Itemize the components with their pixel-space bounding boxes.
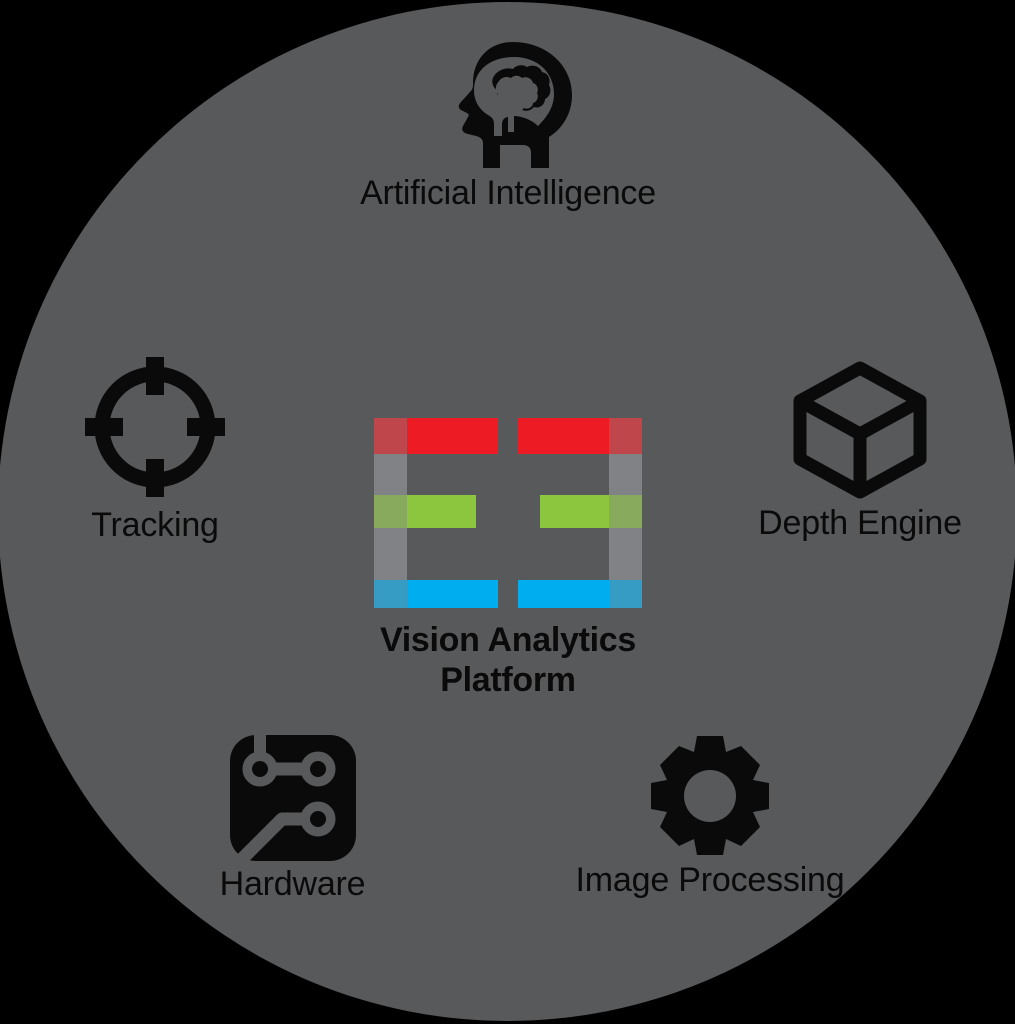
node-label: Depth Engine [758,504,962,542]
logo-overlap-red-right [609,418,642,454]
crosshair-target-icon [80,352,230,502]
head-brain-icon [428,40,588,170]
logo-overlap-blue-left [374,580,407,608]
node-label: Tracking [91,506,219,544]
circuit-chip-icon [229,735,356,861]
node-label: Artificial Intelligence [360,174,656,212]
logo-arm-red-right [518,418,642,454]
logo-overlap-green-left [374,495,407,528]
node-label: Hardware [219,865,366,903]
logo-overlap-blue-right [609,580,642,608]
node-hardware[interactable]: Hardware [195,735,390,903]
node-label: Image Processing [575,861,845,899]
logo-arm-blue-left [374,580,498,608]
logo-overlap-green-right [609,495,642,528]
cube-3d-icon [790,360,930,500]
node-image-processing[interactable]: Image Processing [565,735,855,899]
logo-arm-red-left [374,418,498,454]
logo-arm-blue-right [518,580,642,608]
node-tracking[interactable]: Tracking [50,352,260,544]
center-title: Vision Analytics Platform [380,620,636,700]
gear-icon [647,735,773,857]
node-artificial-intelligence[interactable]: Artificial Intelligence [328,40,688,212]
vision-analytics-bracket-logo [374,418,642,608]
logo-arm-green-right [540,495,642,528]
center-title-line-1: Vision Analytics [380,621,636,659]
logo-overlap-red-left [374,418,407,454]
center-title-line-2: Platform [440,661,576,700]
logo-arm-green-left [374,495,476,528]
node-depth-engine[interactable]: Depth Engine [735,360,985,542]
center-node-vision-analytics-platform[interactable]: Vision Analytics Platform [358,418,658,700]
